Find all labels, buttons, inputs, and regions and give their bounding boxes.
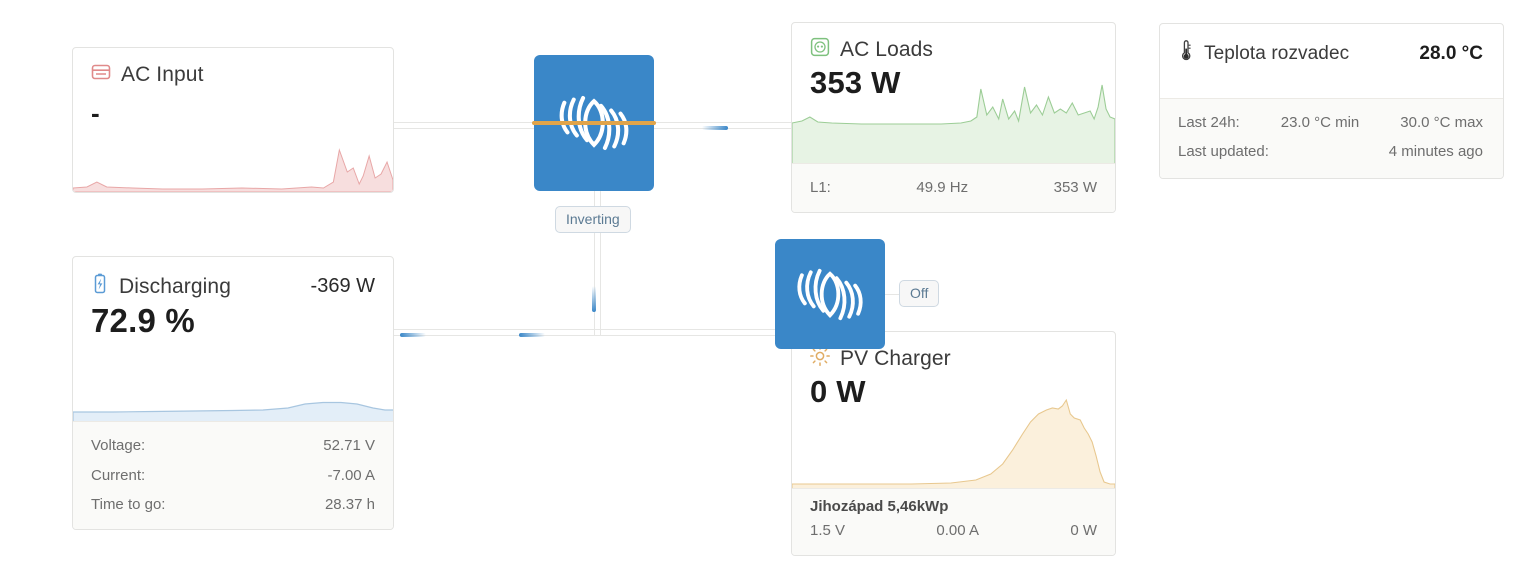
- pv-tracker-current: 0.00 A: [936, 521, 979, 539]
- battery-detail-row: Time to go: 28.37 h: [91, 490, 375, 519]
- temperature-header: Teplota rozvadec 28.0 °C: [1160, 24, 1503, 67]
- lastupdated-label: Last updated:: [1178, 142, 1269, 160]
- ac-loads-title: AC Loads: [840, 37, 934, 61]
- card-temperature[interactable]: Teplota rozvadec 28.0 °C Last 24h: 23.0 …: [1159, 23, 1504, 179]
- flow-pulse-dc-1: [400, 333, 426, 337]
- power-socket-icon: [810, 37, 830, 62]
- battery-current-label: Current:: [91, 466, 146, 484]
- battery-soc: 72.9 %: [91, 302, 195, 339]
- last24h-label: Last 24h:: [1178, 114, 1240, 131]
- battery-header: Discharging -369 W: [73, 257, 393, 300]
- pv-tracker-row: 1.5 V 0.00 A 0 W: [810, 516, 1097, 545]
- pv-charger-value: 0 W: [810, 374, 866, 409]
- status-badge-inverting[interactable]: Inverting: [555, 206, 631, 233]
- grid-icon: [91, 62, 111, 87]
- last24h-max: 30.0 °C max: [1400, 114, 1483, 131]
- sun-icon: [810, 346, 830, 371]
- line-inverter-dc-vertical: [594, 191, 595, 335]
- device-solar-charger[interactable]: [775, 239, 885, 349]
- pv-tracker-voltage: 1.5 V: [810, 521, 846, 539]
- battery-bolt-icon: [91, 273, 109, 300]
- battery-power: -369 W: [310, 275, 375, 297]
- battery-detail-row: Voltage: 52.71 V: [91, 431, 375, 460]
- line-inverter-to-ac-loads: [652, 122, 792, 123]
- temperature-title: Teplota rozvadec: [1204, 42, 1350, 64]
- line-ac-input-to-inverter-lower: [394, 128, 536, 129]
- phase-frequency: 49.9 Hz: [916, 178, 969, 196]
- card-pv-charger[interactable]: PV Charger 0 W Jihozápad 5,46kWp 1.5 V 0…: [791, 331, 1116, 556]
- ac-loads-phase-row: L1: 49.9 Hz 353 W: [810, 173, 1097, 202]
- card-ac-loads[interactable]: AC Loads 353 W L1: 49.9 Hz 353 W: [791, 22, 1116, 213]
- battery-voltage-label: Voltage:: [91, 437, 146, 455]
- temperature-value: 28.0 °C: [1419, 42, 1483, 64]
- battery-detail-row: Current: -7.00 A: [91, 461, 375, 490]
- victron-logo: [793, 266, 867, 323]
- victron-logo: [555, 93, 633, 153]
- flow-pulse-dc-vertical: [592, 286, 596, 312]
- line-mppt-to-off-badge: [884, 294, 902, 295]
- line-ac-input-to-inverter: [394, 122, 536, 123]
- flow-pulse-dc-2: [519, 333, 545, 337]
- flow-pulse-ac-out: [702, 126, 728, 130]
- temperature-details: Last 24h: 23.0 °C min 30.0 °C max Last u…: [1160, 98, 1503, 178]
- ac-input-header: AC Input: [73, 48, 393, 87]
- battery-state-title: Discharging: [119, 274, 231, 298]
- pv-charger-title: PV Charger: [840, 346, 951, 370]
- battery-voltage-value: 52.71 V: [323, 437, 375, 455]
- ac-bus-bar: [532, 121, 656, 125]
- temperature-lastupdated-row: Last updated: 4 minutes ago: [1178, 138, 1483, 167]
- last24h-min: 23.0 °C min: [1280, 114, 1360, 131]
- battery-timetogo-value: 28.37 h: [324, 495, 375, 513]
- pv-tracker-name: Jihozápad 5,46kWp: [810, 497, 949, 515]
- line-inverter-dc-vertical-2: [600, 191, 601, 335]
- phase-label: L1:: [810, 178, 831, 196]
- ac-loads-header: AC Loads: [792, 23, 1115, 62]
- battery-current-value: -7.00 A: [327, 466, 375, 484]
- ac-loads-phase-details: L1: 49.9 Hz 353 W: [792, 162, 1115, 212]
- ac-loads-value: 353 W: [810, 65, 901, 100]
- ac-input-sparkline: [73, 148, 393, 192]
- battery-timetogo-label: Time to go:: [91, 495, 166, 513]
- line-dc-bus-lower: [394, 335, 882, 336]
- line-dc-bus: [394, 329, 882, 330]
- ac-input-title: AC Input: [121, 62, 204, 86]
- pv-tracker-details: Jihozápad 5,46kWp 1.5 V 0.00 A 0 W: [792, 487, 1115, 555]
- card-battery[interactable]: Discharging -369 W 72.9 % Voltage: 52.71…: [72, 256, 394, 530]
- ac-input-value: -: [91, 98, 100, 128]
- thermometer-icon: [1178, 40, 1194, 67]
- lastupdated-value: 4 minutes ago: [1388, 142, 1483, 160]
- pv-tracker-power: 0 W: [1070, 521, 1097, 539]
- temperature-last24h-row: Last 24h: 23.0 °C min 30.0 °C max: [1178, 109, 1483, 138]
- battery-details: Voltage: 52.71 V Current: -7.00 A Time t…: [73, 421, 393, 529]
- card-ac-input[interactable]: AC Input -: [72, 47, 394, 193]
- line-badge-stub: [594, 191, 595, 207]
- phase-power: 353 W: [1053, 178, 1097, 196]
- status-badge-off[interactable]: Off: [899, 280, 940, 307]
